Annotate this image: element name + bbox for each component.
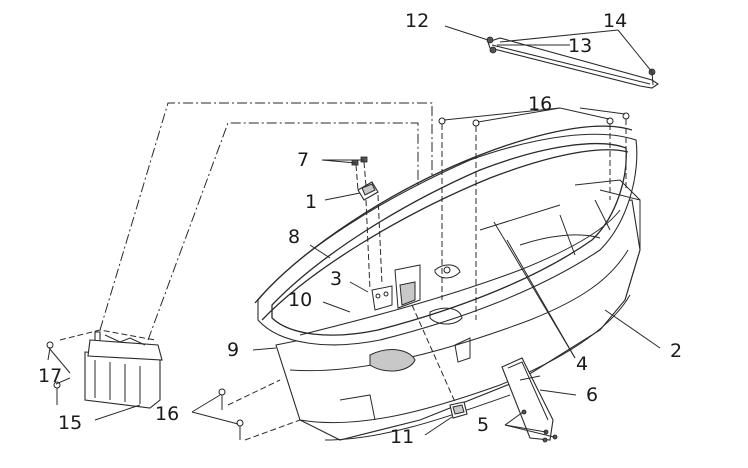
callout-16-bottom: 16 xyxy=(155,403,179,425)
callout-16-top: 16 xyxy=(528,93,552,115)
screws-part-16-top xyxy=(438,112,630,320)
seal-ring xyxy=(254,125,633,321)
callout-3: 3 xyxy=(330,268,342,290)
callout-10: 10 xyxy=(288,289,312,311)
leader-lines xyxy=(48,25,661,438)
callout-14: 14 xyxy=(603,10,627,32)
plate-part-6 xyxy=(501,357,558,443)
callout-labels: 12 14 13 16 7 1 8 3 10 9 2 4 6 5 11 17 1… xyxy=(38,10,682,448)
part-11-block xyxy=(411,304,468,419)
callout-5: 5 xyxy=(477,414,489,436)
callout-12: 12 xyxy=(405,10,429,32)
callout-15: 15 xyxy=(58,412,82,434)
storage-box xyxy=(257,133,641,441)
screws-part-16-bottom xyxy=(218,379,301,441)
callout-13: 13 xyxy=(568,35,592,57)
callout-17: 17 xyxy=(38,365,62,387)
callout-11: 11 xyxy=(390,426,414,448)
callout-6: 6 xyxy=(586,384,598,406)
bin-part-15 xyxy=(59,329,163,409)
screws-part-17 xyxy=(46,341,61,405)
callout-2: 2 xyxy=(670,340,682,362)
callout-9: 9 xyxy=(227,339,239,361)
callout-7: 7 xyxy=(297,149,309,171)
callout-1: 1 xyxy=(305,191,317,213)
callout-8: 8 xyxy=(288,226,300,248)
callout-4: 4 xyxy=(576,353,588,375)
